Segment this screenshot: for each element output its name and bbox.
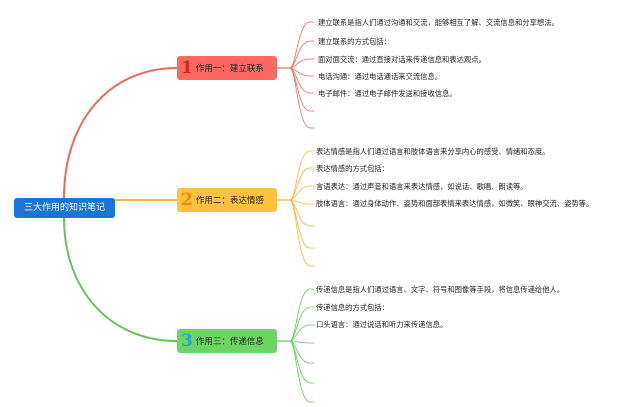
- note-2-3: 言语表达：通过声音和语言来表达情感，如说话、歌唱、朗读等。: [316, 182, 528, 191]
- branch-label-2: 作用二：表达情感: [195, 196, 264, 206]
- leaf-line-3-3: [289, 324, 315, 342]
- leaf-line-3-7: [289, 340, 315, 403]
- branch-number-1: 1: [181, 58, 193, 78]
- leaf-line-1-3: [289, 58, 315, 69]
- leaf-line-3-2: [289, 306, 315, 342]
- note-3-1: 传递信息是指人们通过语言、文字、符号和图像等手段，将信息传递给他人。: [316, 285, 565, 294]
- leaf-line-2-1: [289, 150, 315, 201]
- note-2-4: 肢体语言：通过身体动作、姿势和面部表情来表达情感，如微笑、眼神交流、姿势等。: [316, 199, 594, 208]
- leaf-line-2-3: [289, 185, 315, 201]
- note-1-1: 建立联系是指人们通过沟通和交流，能够相互了解、交流信息和分享想法。: [318, 18, 559, 27]
- leaf-line-2-2: [289, 167, 315, 201]
- note-3-2: 传递信息的方式包括：: [316, 303, 389, 312]
- leaf-line-3-1: [289, 288, 315, 342]
- leaf-line-2-4: [289, 199, 315, 205]
- leaf-line-3-4: [289, 340, 315, 344]
- branch-topic-2[interactable]: 2 作用二：表达情感: [177, 188, 277, 212]
- note-3-3: 口头语言：通过说话和听力来传递信息。: [316, 320, 448, 329]
- leaf-line-1-4: [289, 67, 315, 77]
- root-topic[interactable]: 三大作用的知识笔记: [14, 198, 115, 218]
- leaf-line-1-5: [289, 67, 315, 94]
- leaf-line-1-2: [289, 40, 315, 69]
- branch-number-3: 3: [181, 331, 193, 351]
- note-1-2: 建立联系的方式包括：: [318, 37, 391, 46]
- note-1-4: 电话沟通：通过电话通话来交流信息。: [318, 72, 443, 81]
- note-2-2: 表达情感的方式包括：: [316, 164, 389, 173]
- leaf-line-3-5: [289, 340, 315, 364]
- note-1-5: 电子邮件：通过电子邮件发送和接收信息。: [318, 89, 457, 98]
- branch-topic-3[interactable]: 3 作用三：传递信息: [177, 329, 277, 353]
- branch-line-3: [63, 217, 178, 342]
- leaf-line-2-7: [289, 199, 315, 267]
- branch-topic-1[interactable]: 1 作用一：建立联系: [177, 56, 277, 80]
- leaf-line-1-7: [289, 67, 315, 129]
- note-1-3: 面对面交流：通过直接对话来传递信息和表达观点。: [318, 55, 486, 64]
- note-2-1: 表达情感是指人们通过语言和肢体语言来分享内心的感受、情绪和态度。: [316, 147, 550, 156]
- branch-label-3: 作用三：传递信息: [195, 337, 264, 347]
- branch-label-1: 作用一：建立联系: [195, 64, 264, 74]
- branch-line-1: [63, 67, 178, 199]
- branch-number-2: 2: [181, 190, 193, 210]
